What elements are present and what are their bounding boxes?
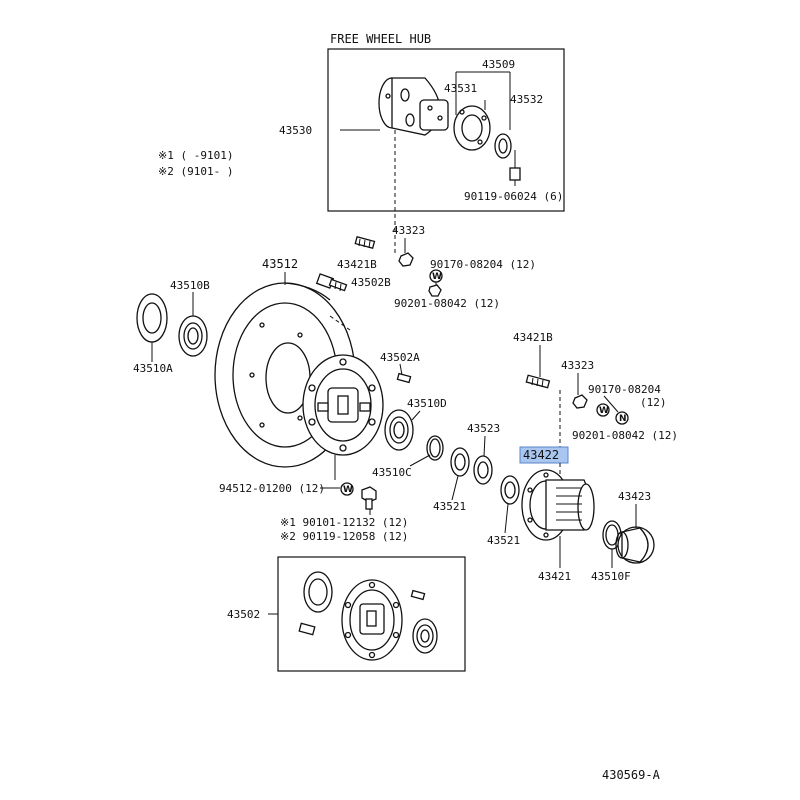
oil-seal-43510a xyxy=(136,293,168,343)
label-43502: 43502 xyxy=(227,608,260,621)
lock-washer-43523 xyxy=(473,455,493,485)
bearing-43510b xyxy=(178,315,208,357)
label-43523: 43523 xyxy=(467,422,500,435)
label-90119-12058: ※2 90119-12058 (12) xyxy=(280,530,408,543)
highlight-43422[interactable] xyxy=(519,446,569,464)
axle-hub-43502 xyxy=(302,354,384,456)
label-43512: 43512 xyxy=(262,257,298,271)
label-43323-right: 43323 xyxy=(561,359,594,372)
label-43509: 43509 xyxy=(482,58,515,71)
label-94512-01200: 94512-01200 (12) xyxy=(219,482,325,495)
note-1: ※1 ( -9101) xyxy=(158,149,233,162)
label-43530: 43530 xyxy=(279,124,312,137)
flange-43421 xyxy=(521,469,595,541)
label-43532: 43532 xyxy=(510,93,543,106)
leader-43521-b xyxy=(504,503,509,534)
stud-43502a xyxy=(396,372,412,384)
svg-text:W: W xyxy=(599,406,609,416)
diagram-title: FREE WHEEL HUB xyxy=(330,32,431,46)
bolt-43502b xyxy=(315,273,348,292)
label-43521-b: 43521 xyxy=(487,534,520,547)
leader-43521-a xyxy=(451,475,459,501)
label-90201-08042-top: 90201-08042 (12) xyxy=(394,297,500,310)
svg-text:W: W xyxy=(343,485,353,495)
label-43421b-top: 43421B xyxy=(337,258,377,271)
label-43422: 43422 xyxy=(523,448,559,462)
leader-43502a xyxy=(399,363,403,376)
leader-43523 xyxy=(483,435,486,457)
free-wheel-hub-assembly xyxy=(378,77,521,184)
nut-top-small xyxy=(428,282,442,297)
label-43423: 43423 xyxy=(618,490,651,503)
washer-w-top: W xyxy=(429,269,443,283)
nut-43521-a xyxy=(450,447,470,477)
label-43510a: 43510A xyxy=(133,362,173,375)
label-43323-top: 43323 xyxy=(392,224,425,237)
svg-text:W: W xyxy=(432,272,442,282)
label-43510c: 43510C xyxy=(372,466,412,479)
leader-43510c xyxy=(409,454,431,467)
cap-43423 xyxy=(615,526,655,564)
label-90170-qty-right: (12) xyxy=(640,396,667,409)
stud-43421b-right xyxy=(525,345,551,389)
label-90170-08204-right: 90170-08204 xyxy=(588,383,661,396)
nut-43521-b xyxy=(500,475,520,505)
label-43421: 43421 xyxy=(538,570,571,583)
snap-ring-43510c xyxy=(426,435,444,461)
label-90101-12132: ※1 90101-12132 (12) xyxy=(280,516,408,529)
label-43510f: 43510F xyxy=(591,570,631,583)
hub-assembly-43502 xyxy=(298,571,438,661)
label-43421b-right: 43421B xyxy=(513,331,553,344)
nut-43323-top xyxy=(398,238,414,267)
bearing-43510d xyxy=(384,409,414,451)
label-43531: 43531 xyxy=(444,82,477,95)
washer-w-lower: W xyxy=(340,482,354,496)
label-43521-a: 43521 xyxy=(433,500,466,513)
bolt-lower xyxy=(361,486,377,510)
label-43510b: 43510B xyxy=(170,279,210,292)
label-43502b: 43502B xyxy=(351,276,391,289)
nut-43323-right xyxy=(572,373,588,409)
leader-90170-right xyxy=(603,395,619,413)
stud-43421b-top xyxy=(354,235,376,249)
label-90170-08204-top: 90170-08204 (12) xyxy=(430,258,536,271)
svg-text:N: N xyxy=(619,414,627,424)
label-90119-06024: 90119-06024 (6) xyxy=(464,190,563,203)
label-90201-08042-right: 90201-08042 (12) xyxy=(572,429,678,442)
free-wheel-hub-frame xyxy=(327,48,565,212)
note-2: ※2 (9101- ) xyxy=(158,165,233,178)
washer-w-right: W xyxy=(596,403,610,417)
leader-43510d xyxy=(411,410,421,421)
free-wheel-hub-leaders xyxy=(340,71,516,186)
diagram-code: 430569-A xyxy=(602,768,661,782)
label-43502a: 43502A xyxy=(380,351,420,364)
washer-n-right: N xyxy=(615,411,629,425)
label-43510d: 43510D xyxy=(407,397,447,410)
